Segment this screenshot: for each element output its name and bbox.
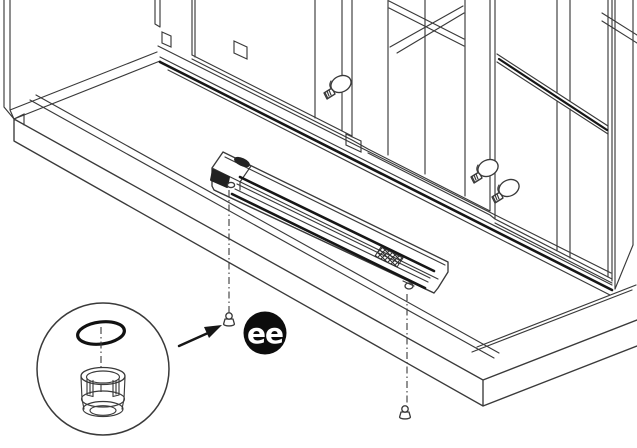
- wall-cabinet: [3, 0, 637, 407]
- right-unit-rail: [601, 12, 637, 44]
- screw-left: [222, 312, 236, 327]
- right-side-bottom-edge: [614, 244, 634, 290]
- badge-circle: [243, 311, 287, 355]
- o-ring: [76, 320, 126, 346]
- pointer-arrow: [177, 325, 222, 348]
- connector-slot: [234, 156, 250, 168]
- lens-edge-back: [238, 175, 436, 273]
- cabinet-bottom-slab: [13, 94, 637, 407]
- power-connector-socket: [210, 169, 230, 188]
- door-knob-3: [491, 178, 520, 204]
- sensor-switch: [374, 246, 404, 268]
- door2-cross-brace: [388, 0, 465, 54]
- rail-shadow-line: [158, 60, 614, 292]
- cabinet-face-rail: [13, 31, 614, 296]
- detail-callout: [36, 302, 170, 436]
- door-stiles: [154, 0, 634, 290]
- under-cabinet-light: [210, 151, 449, 294]
- door3-cross-rail: [496, 53, 609, 135]
- part-badge: ee: [243, 311, 287, 355]
- door3-rail-shadow: [497, 57, 609, 132]
- leader-lines: [228, 190, 408, 404]
- cabinet-left-wall: [3, 0, 158, 126]
- mount-hole-left: [226, 181, 236, 189]
- cap-clip-right: [112, 378, 120, 398]
- push-in-cap: [80, 366, 126, 418]
- badge-label: ee: [247, 317, 283, 350]
- hinge-notches: [161, 31, 362, 153]
- door-knob-2: [470, 158, 499, 184]
- cap-clip-left: [86, 378, 94, 398]
- door-knob-1: [323, 74, 352, 100]
- lens-edge-front: [230, 192, 427, 290]
- slab-recess-lines: [29, 94, 637, 359]
- door-bottom-edges: [191, 54, 613, 284]
- screw-right: [398, 405, 412, 420]
- cabinet-doors: [154, 0, 637, 290]
